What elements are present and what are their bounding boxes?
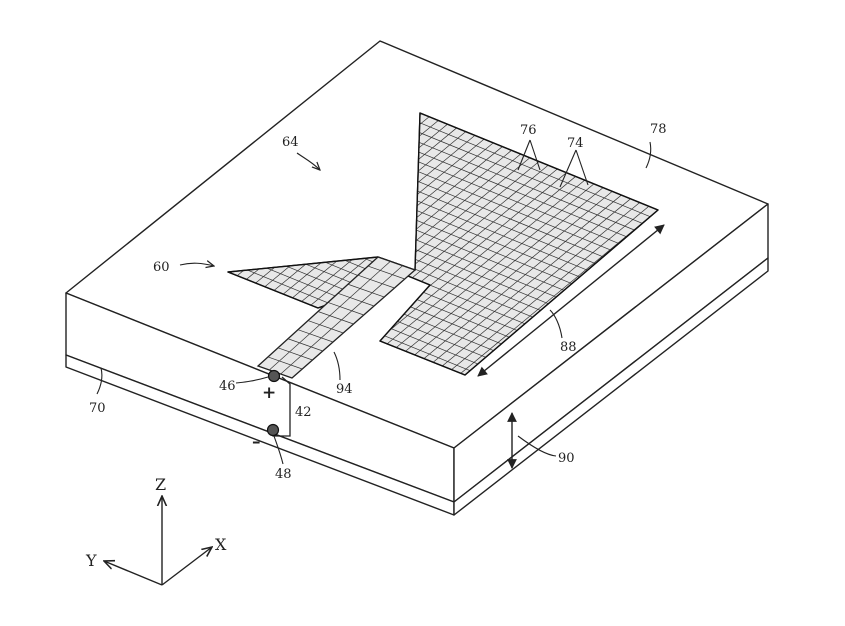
- ref-64-label: 64: [282, 135, 299, 150]
- ref-74-label: 74: [567, 136, 584, 151]
- ref-88-label: 88: [560, 340, 577, 355]
- y-axis-line: [104, 561, 163, 586]
- negative-sign: –: [252, 432, 261, 452]
- ref-48-label: 48: [275, 467, 292, 482]
- ref-70-label: 70: [89, 401, 106, 416]
- coordinate-axes: [104, 496, 212, 586]
- feed-stub-mesh: [267, 261, 405, 375]
- ref-60-label: 60: [153, 260, 170, 275]
- length-dimension-arrow: [477, 224, 665, 377]
- ref-94-label: 94: [336, 382, 353, 397]
- leader-lines: [96, 139, 652, 465]
- negative-terminal: [266, 423, 280, 437]
- x-axis-label: X: [215, 535, 227, 554]
- x-axis-line: [161, 547, 212, 586]
- ref-76-label: 76: [520, 123, 537, 138]
- positive-terminal: [267, 369, 281, 383]
- y-axis-label: Y: [85, 551, 97, 570]
- ref-78-label: 78: [650, 122, 667, 137]
- positive-sign: +: [262, 383, 276, 403]
- feed-stub: [256, 256, 417, 379]
- ref-90-label: 90: [558, 451, 575, 466]
- ref-42-label: 42: [295, 405, 312, 420]
- z-axis-label: Z: [155, 475, 166, 494]
- ref-46-label: 46: [219, 379, 236, 394]
